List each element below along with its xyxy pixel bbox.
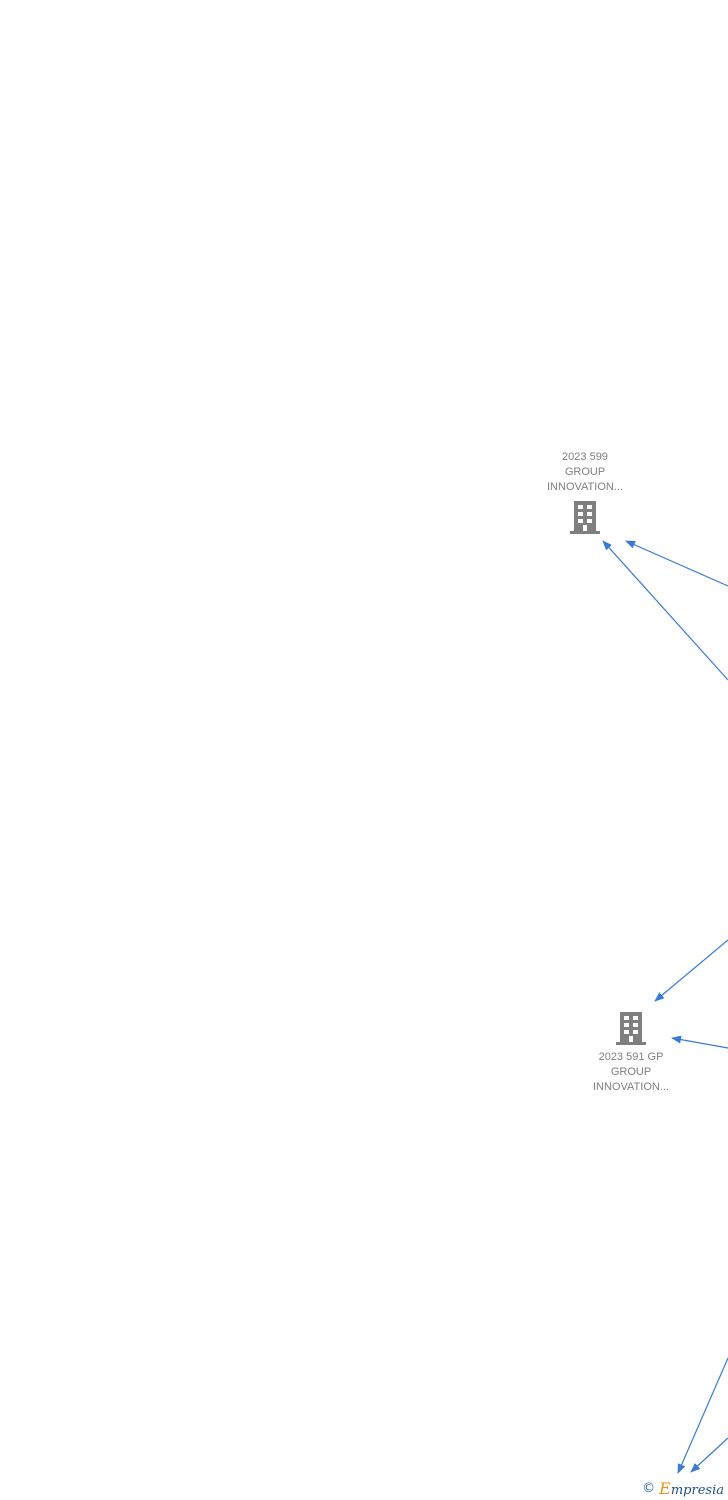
building-icon	[616, 1012, 646, 1045]
node-label-line: GROUP	[564, 466, 606, 478]
edge-arrow	[654, 939, 728, 1002]
brand-rest: mpresia	[670, 1483, 724, 1498]
edge-arrow	[677, 1357, 728, 1474]
empresia-watermark[interactable]: © Empresia	[642, 1479, 724, 1498]
company-node[interactable]: 2023 591 GP GROUP INNOVATION...	[576, 1010, 686, 1095]
edge-arrow	[602, 540, 728, 681]
edge-arrow	[671, 1035, 728, 1049]
company-node[interactable]: 2023 599 GROUP INNOVATION...	[530, 450, 640, 535]
edges-layer	[602, 540, 728, 1474]
node-label-line: GROUP	[610, 1066, 652, 1078]
building-icon	[570, 501, 600, 534]
node-label-line: 2023 599	[562, 451, 608, 463]
edge-arrow	[690, 1437, 728, 1473]
node-label-line: INNOVATION...	[547, 481, 623, 493]
brand-first-letter: E	[659, 1479, 671, 1498]
brand-logo: Empresia	[659, 1479, 724, 1498]
node-label-line: INNOVATION...	[593, 1081, 669, 1093]
edge-arrow	[625, 540, 728, 587]
copyright-icon: ©	[642, 1481, 656, 1496]
node-label-line: 2023 591 GP	[598, 1051, 664, 1063]
